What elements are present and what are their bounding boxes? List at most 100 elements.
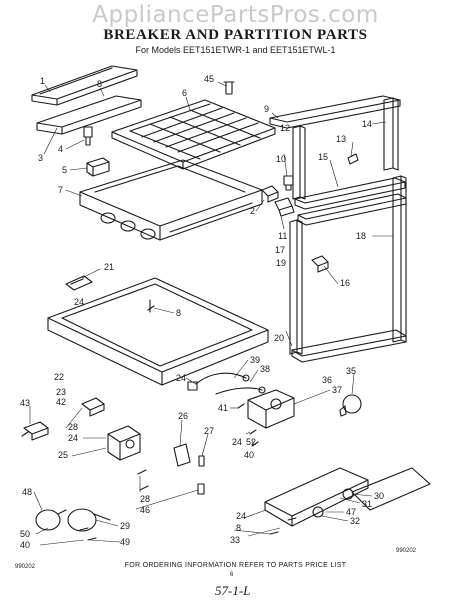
callout: 8 [236,523,241,533]
callout: 46 [140,505,150,515]
callout: 23 [56,387,66,397]
page-number: 6 [230,572,234,578]
callout: 29 [120,521,130,531]
part-screw-45 [223,81,235,95]
callout: 1 [40,76,45,86]
callout: 31 [362,499,372,509]
part-rail-18 [392,175,407,343]
callout: 40 [244,450,254,460]
callout: 17 [275,245,285,255]
callout: 41 [218,403,228,413]
callout: 33 [230,535,240,545]
ordering-footer: FOR ORDERING INFORMATION REFER TO PARTS … [124,562,347,569]
part-rail-19 [289,219,303,355]
part-strip-9 [269,95,401,129]
callout: 8 [176,308,181,318]
callout: 16 [340,278,350,288]
callout: 12 [280,123,290,133]
callout: 28 [140,494,150,504]
callout: 14 [362,119,372,129]
part-motor-48 [35,509,67,531]
callout: 35 [346,366,356,376]
watermark: AppliancePartsPros.com [92,2,379,28]
callout: 10 [276,154,286,164]
callout: 48 [22,487,32,497]
part-clip-11 [274,197,295,217]
callout: 5 [62,165,67,175]
callout: 49 [120,537,130,547]
callout-numbers: 1 8 3 4 5 7 45 6 9 12 14 13 10 15 2 11 1… [20,74,384,550]
part-screw-27 [198,455,205,467]
callout: 24 [232,437,242,447]
part-grille-6 [111,99,276,170]
part-rail-14 [383,97,399,171]
part-bracket-21 [65,275,93,291]
callout: 9 [264,104,269,114]
callout: 15 [318,152,328,162]
part-fastener-4 [83,126,93,146]
part-motor-29 [67,508,111,532]
part-wire-38 [215,386,266,395]
callout: 47 [346,507,356,517]
callout: 8 [97,79,102,89]
callout: 13 [336,134,346,144]
callout: 40 [20,540,30,550]
part-strip-15 [294,177,406,210]
leader-lines [29,81,393,546]
part-screws [21,299,297,541]
callout: 7 [58,185,63,195]
callout: 32 [350,516,360,526]
part-strip-3 [36,95,142,135]
part-trim-33 [264,467,431,527]
part-clip-2 [261,185,279,203]
callout: 52 [246,437,256,447]
diagram-subtitle: For Models EET151ETWR-1 and EET151ETWL-1 [135,45,336,55]
callout: 36 [322,375,332,385]
part-connector-43 [23,421,49,441]
callout: 24 [176,373,186,383]
drawing-code-left: 990202 [15,564,36,570]
callout: 20 [274,333,284,343]
callout: 18 [356,231,366,241]
part-rail-12 [292,125,306,200]
callout: 37 [332,385,342,395]
part-wire-39 [187,372,250,391]
callout: 22 [54,372,64,382]
part-bulb-36 [339,394,362,417]
handwritten-note: 57-1-L [215,583,251,598]
part-knob-32 [312,506,324,518]
part-clip-10 [283,175,294,191]
callout: 26 [178,411,188,421]
part-bracket-26 [173,443,191,467]
part-thermostat-25 [107,425,141,461]
callout: 11 [278,231,287,241]
drawing-code-right: 990202 [396,548,417,554]
part-frame-22 [47,277,269,386]
callout: 27 [204,426,214,436]
part-clip-16 [311,255,329,273]
callout: 4 [58,144,63,154]
callout: 45 [204,74,214,84]
diagram-title: BREAKER AND PARTITION PARTS [103,27,368,43]
part-strip-1 [31,65,138,106]
part-screw-13 [347,153,359,165]
callout: 42 [56,397,66,407]
callout: 30 [374,491,384,501]
callout: 50 [20,529,30,539]
callout: 43 [20,398,30,408]
part-clip-46 [197,483,205,495]
callout: 28 [68,422,78,432]
callout: 24 [68,433,78,443]
callout: 2 [250,206,255,216]
callout: 19 [276,258,286,268]
callout: 24 [236,511,246,521]
callout: 21 [104,262,114,272]
part-strip-20 [291,329,407,363]
callout: 24 [74,297,84,307]
part-block-5 [86,157,110,177]
part-light-housing-37 [247,389,295,429]
callout: 38 [260,364,270,374]
callout: 39 [250,355,260,365]
